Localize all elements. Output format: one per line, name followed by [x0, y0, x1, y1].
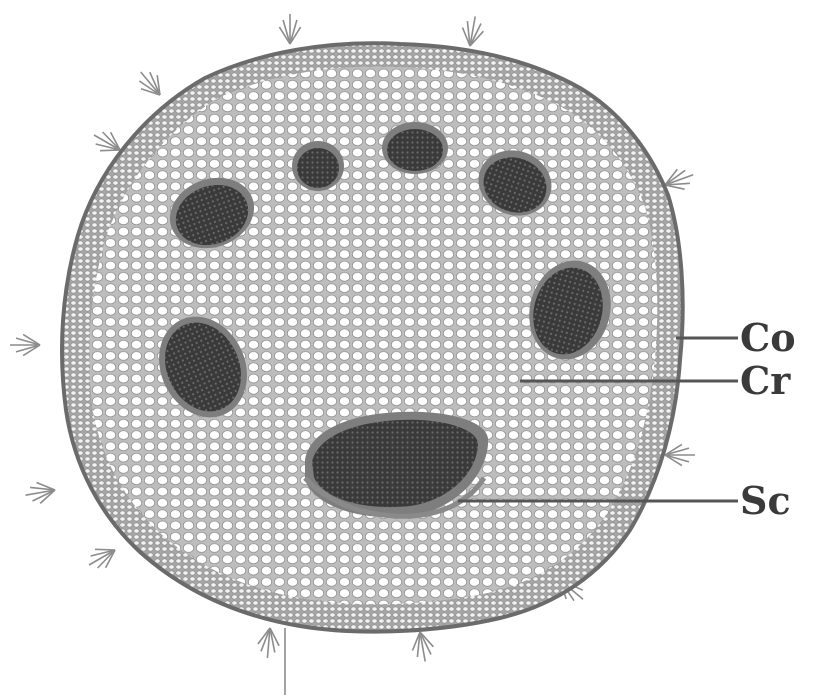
trichome-icon — [89, 549, 115, 568]
trichome-icon — [413, 632, 434, 662]
bundle-top-center — [382, 122, 448, 174]
trichome-icon — [463, 17, 484, 47]
trichome-icon — [665, 169, 693, 189]
label-sc: Sc — [740, 478, 791, 523]
label-cr: Cr — [740, 358, 791, 403]
trichome-icon — [94, 132, 120, 151]
trichome-icon — [10, 334, 40, 355]
trichome-icon — [26, 483, 56, 504]
labels: Co Cr Sc — [740, 315, 796, 523]
trichome-icon — [139, 72, 160, 95]
bundle-top-left-1 — [292, 141, 344, 191]
label-co: Co — [740, 315, 796, 360]
trichome-icon — [279, 14, 300, 44]
trichome-icon — [258, 628, 279, 658]
trichome-icon — [665, 444, 695, 465]
